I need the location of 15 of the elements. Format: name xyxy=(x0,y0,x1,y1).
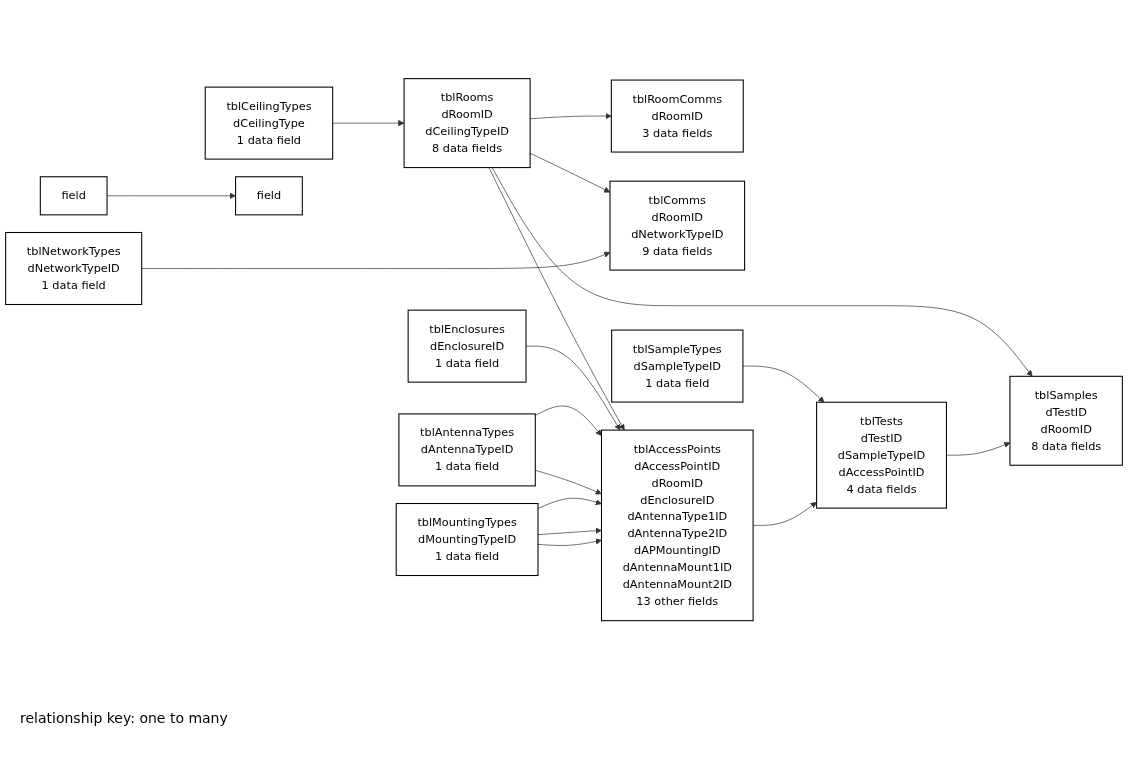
node-box: field xyxy=(235,176,303,216)
node-box: tblTests dTestID dSampleTypeID dAccessPointID 4 data fields xyxy=(816,402,947,509)
node-box: tblAntennaTypes dAntennaTypeID 1 data field xyxy=(398,413,536,487)
node-box: tblCeilingTypes dCeilingType 1 data field xyxy=(204,86,334,160)
node-box: tblComms dRoomID dNetworkTypeID 9 data fields xyxy=(609,180,746,271)
node-box: tblNetworkTypes dNetworkTypeID 1 data field xyxy=(5,232,143,306)
node-box: tblRoomComms dRoomID 3 data fields xyxy=(610,79,744,153)
node-box: tblRooms dRoomID dCeilingTypeID 8 data fields xyxy=(403,78,531,169)
node-box: tblSampleTypes dSampleTypeID 1 data field xyxy=(611,329,744,403)
node-box: field xyxy=(39,176,108,216)
key-label: relationship key: one to many xyxy=(20,710,228,726)
node-box: tblEnclosures dEnclosureID 1 data field xyxy=(407,309,527,383)
node-box: tblMountingTypes dMountingTypeID 1 data field xyxy=(395,503,539,577)
node-box: tblAccessPoints dAccessPointID dRoomID dEnclosureID dAntennaType1ID dAntennaType2ID dAPMountingID dAntennaMount1ID dAntennaMount2ID 13 other fields xyxy=(600,429,754,622)
node-box: tblSamples dTestID dRoomID 8 data fields xyxy=(1009,376,1123,467)
